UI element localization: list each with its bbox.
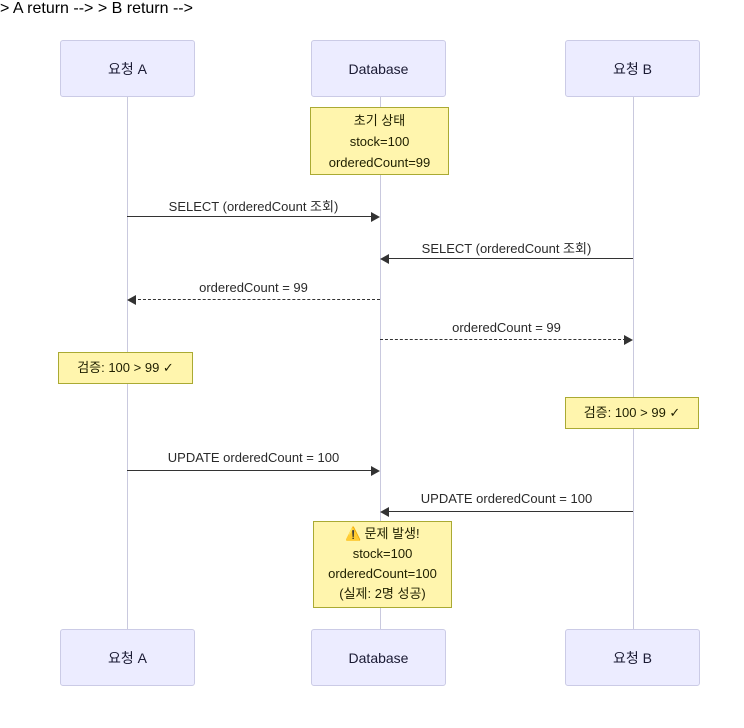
message-update-a-line <box>127 470 373 471</box>
message-select-b-label: SELECT (orderedCount 조회) <box>421 241 592 256</box>
lifeline-request-b <box>633 97 634 629</box>
actor-request-a-bottom: 요청 A <box>60 629 195 686</box>
arrowhead-right-icon <box>371 212 380 222</box>
note-verify-request-a: 검증: 100 > 99 ✓ <box>58 352 193 384</box>
arrowhead-left-icon <box>380 254 389 264</box>
note-problem-line3: orderedCount=100 <box>328 566 437 581</box>
note-problem-title-row: ⚠️문제 발생! <box>314 524 451 544</box>
note-problem-title: 문제 발생! <box>364 526 420 541</box>
message-return-b-line <box>380 339 626 340</box>
note-problem-line4: (실제: 2명 성공) <box>339 586 426 601</box>
arrowhead-right-icon <box>371 466 380 476</box>
note-problem: ⚠️문제 발생! stock=100 orderedCount=100 (실제:… <box>313 521 452 608</box>
note-initial-line3: orderedCount=99 <box>328 155 431 170</box>
message-update-a-label: UPDATE orderedCount = 100 <box>167 450 340 465</box>
message-update-b-line <box>387 511 633 512</box>
actor-request-a-top: 요청 A <box>60 40 195 97</box>
actor-request-b-bottom: 요청 B <box>565 629 700 686</box>
warning-icon: ⚠️ <box>345 526 362 541</box>
note-initial-line2: stock=100 <box>349 134 410 149</box>
lifeline-database <box>380 97 381 629</box>
note-problem-line2: stock=100 <box>352 546 413 561</box>
message-return-a-label: orderedCount = 99 <box>199 280 308 295</box>
message-update-b-label: UPDATE orderedCount = 100 <box>420 491 593 506</box>
arrowhead-left-icon <box>380 507 389 517</box>
message-return-b-label: orderedCount = 99 <box>452 320 561 335</box>
note-initial-state: 초기 상태 stock=100 orderedCount=99 <box>310 107 449 175</box>
actor-request-b-top: 요청 B <box>565 40 700 97</box>
arrowhead-left-icon <box>127 295 136 305</box>
note-verify-request-b: 검증: 100 > 99 ✓ <box>565 397 699 429</box>
message-return-a-line <box>133 299 380 300</box>
actor-database-bottom: Database <box>311 629 446 686</box>
message-select-b-line <box>387 258 633 259</box>
note-initial-line1: 초기 상태 <box>353 113 406 128</box>
arrowhead-right-icon <box>624 335 633 345</box>
actor-database-top: Database <box>311 40 446 97</box>
message-select-a-line <box>127 216 373 217</box>
message-select-a-label: SELECT (orderedCount 조회) <box>168 199 339 214</box>
